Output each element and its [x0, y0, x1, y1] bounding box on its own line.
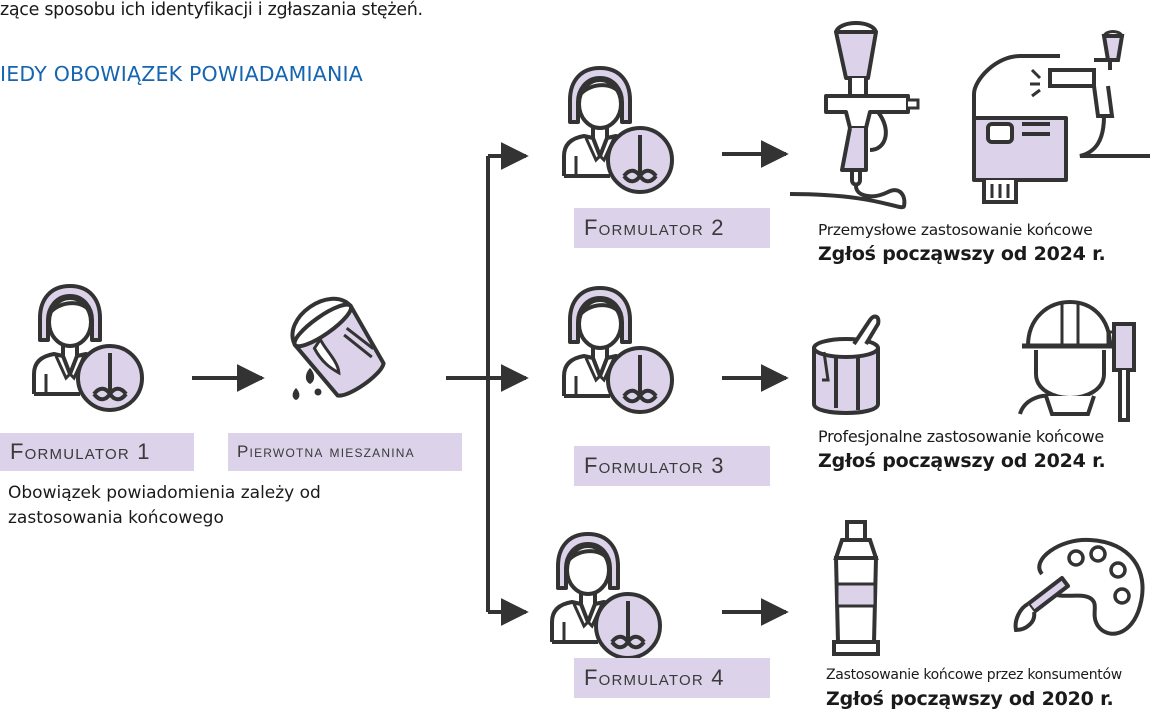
primary-mixture-label: Pierwotna mieszanina	[228, 433, 462, 471]
formulator-4-label: Formulator 4	[574, 658, 770, 698]
formulator-2-icon	[562, 66, 674, 194]
end-use-industrial-label: Przemysłowe zastosowanie końcowe	[818, 221, 1093, 239]
intro-text: zące sposobu ich identyfikacji i zgłasza…	[0, 0, 423, 20]
spray-gun-icon	[789, 21, 920, 210]
end-use-professional-report: Zgłoś począwszy od 2024 r.	[818, 450, 1106, 472]
formulator-1-label: Formulator 1	[0, 433, 194, 471]
formulator-3-label: Formulator 3	[574, 446, 770, 486]
car-painting-icon	[972, 30, 1150, 204]
formulator-4-icon	[550, 532, 662, 660]
end-use-professional-label: Profesjonalne zastosowanie końcowe	[818, 427, 1104, 446]
section-heading: IEDY OBOWIĄZEK POWIADAMIANIA	[0, 62, 364, 86]
notice-text: Obowiązek powiadomienia zależy od zastos…	[8, 483, 321, 528]
end-use-consumer-report: Zgłoś począwszy od 2020 r.	[826, 688, 1114, 710]
paint-can-icon	[812, 314, 881, 415]
paint-tube-icon	[832, 520, 880, 656]
palette-brush-icon	[1013, 537, 1145, 636]
flow-connectors	[192, 140, 789, 626]
paint-bucket-icon	[290, 297, 386, 398]
paint-drops	[292, 368, 322, 400]
formulator-1-icon	[32, 284, 144, 412]
formulator-2-label: Formulator 2	[574, 208, 770, 248]
painter-worker-icon	[1018, 299, 1136, 422]
end-use-consumer-label: Zastosowanie końcowe przez konsumentów	[826, 667, 1122, 683]
formulator-3-icon	[562, 286, 674, 414]
end-use-industrial-report: Zgłoś począwszy od 2024 r.	[818, 243, 1106, 265]
